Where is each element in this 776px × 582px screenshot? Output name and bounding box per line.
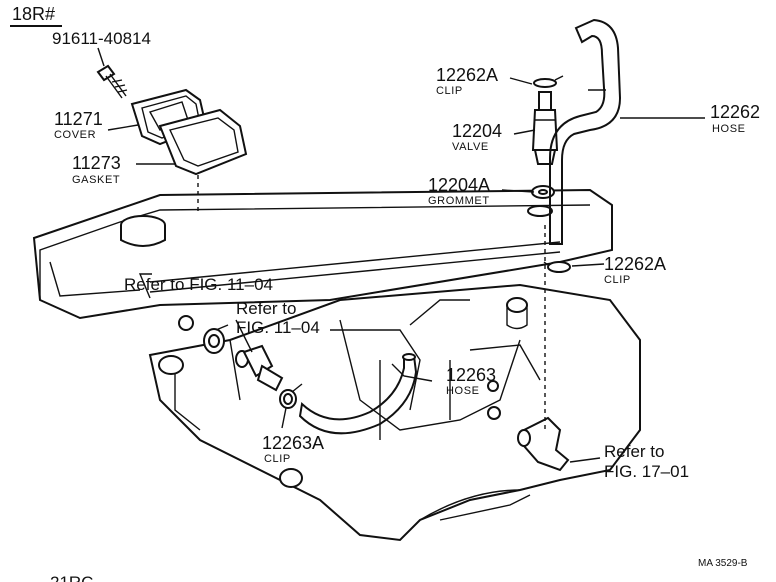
gasket-part xyxy=(158,108,248,176)
ref-3-line1: Refer to xyxy=(604,442,664,461)
ref-2-line1: Refer to xyxy=(236,299,296,318)
label-cover-number: 11271 xyxy=(54,109,103,129)
label-valve-number: 12204 xyxy=(452,121,502,141)
label-grommet-desc: GROMMET xyxy=(428,195,490,207)
figure-id: MA 3529-B xyxy=(698,558,748,569)
intake-manifold xyxy=(148,283,641,542)
ref-2-line2: FIG. 11–04 xyxy=(236,318,320,337)
label-cover-desc: COVER xyxy=(54,129,96,141)
label-hose-small-desc: HOSE xyxy=(446,385,480,397)
clip-small-part xyxy=(279,383,303,409)
ref-1-text: Refer to FIG. 11–04 xyxy=(124,275,273,294)
ref-3-line2: FIG. 17–01 xyxy=(604,462,689,481)
small-fitting xyxy=(235,344,284,392)
intake-fitting xyxy=(517,416,570,472)
hose-small-part xyxy=(298,353,418,435)
oil-filler-cap xyxy=(120,215,166,247)
clip-mid-part xyxy=(543,261,571,273)
label-hose-main-number: 12262 xyxy=(710,102,760,122)
label-hose-main-desc: HOSE xyxy=(712,123,746,135)
valve-part xyxy=(531,91,559,165)
label-clip-mid-desc: CLIP xyxy=(604,274,631,286)
leader-lines xyxy=(97,47,705,463)
model-heading: 18R# xyxy=(12,4,55,24)
hose-main-part xyxy=(549,18,622,245)
label-gasket-desc: GASKET xyxy=(72,174,120,186)
footer-fragment: 21RC xyxy=(50,573,93,582)
manifold-pipes xyxy=(158,297,528,488)
label-grommet-number: 12204A xyxy=(428,175,490,195)
clip-top-part xyxy=(533,75,564,88)
label-clip-small-desc: CLIP xyxy=(264,453,291,465)
label-clip-top-desc: CLIP xyxy=(436,85,463,97)
label-bolt-number: 91611-40814 xyxy=(52,29,151,48)
washer xyxy=(203,328,225,354)
bolt-part xyxy=(96,64,128,99)
label-valve-desc: VALVE xyxy=(452,141,489,153)
label-hose-small-number: 12263 xyxy=(446,365,496,385)
label-clip-small-number: 12263A xyxy=(262,433,324,453)
label-clip-mid-number: 12262A xyxy=(604,254,666,274)
label-gasket-number: 11273 xyxy=(72,153,121,173)
valve-cover xyxy=(32,188,613,320)
label-clip-top-number: 12262A xyxy=(436,65,498,85)
grommet-part xyxy=(527,185,555,217)
